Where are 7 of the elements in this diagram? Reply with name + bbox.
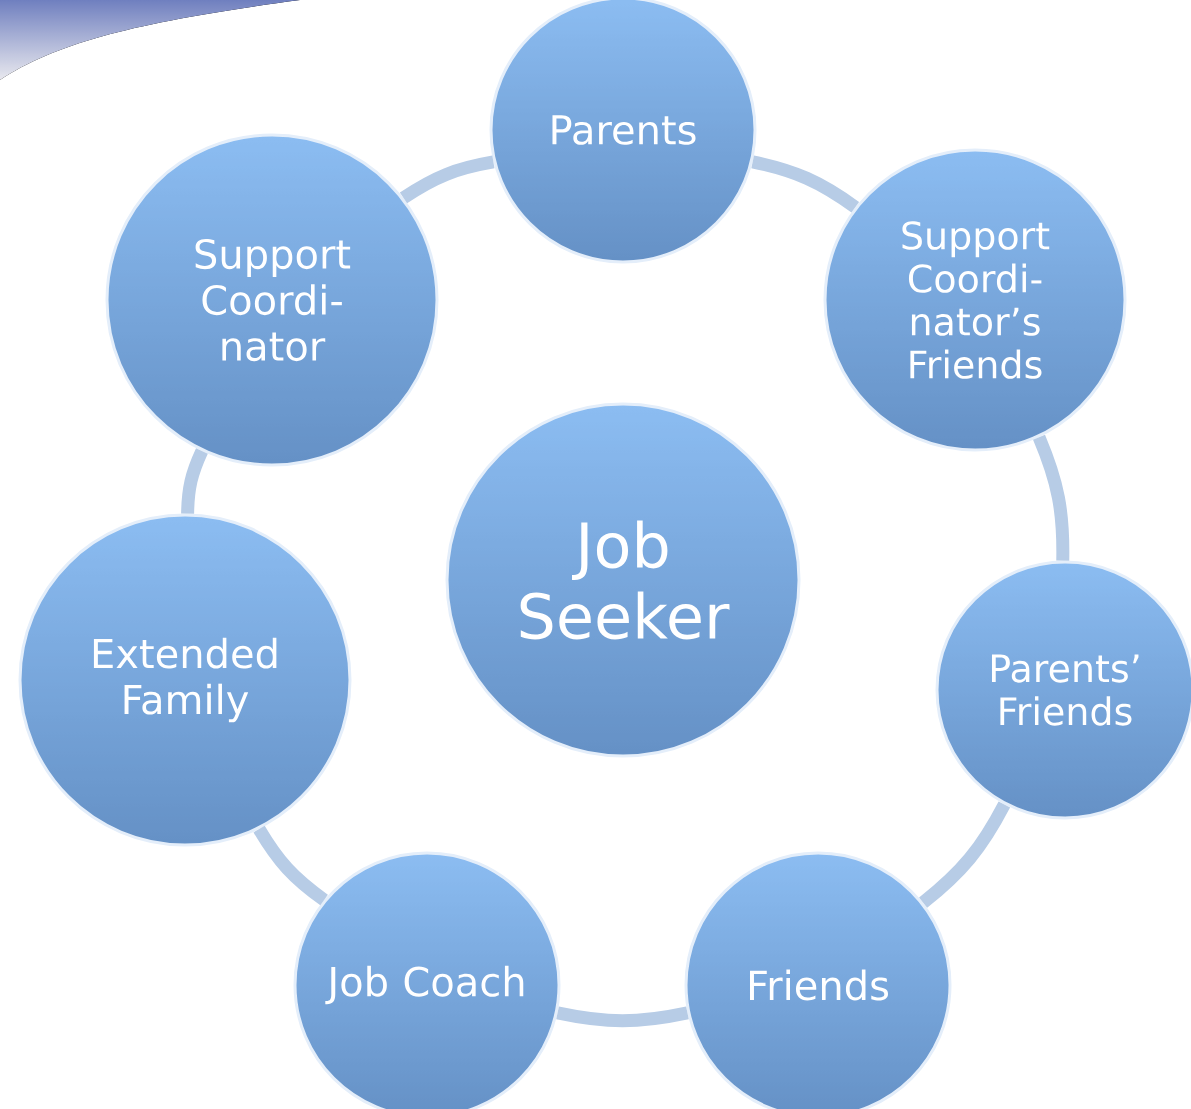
ring-connector — [253, 825, 328, 906]
ring-connector — [181, 448, 208, 514]
ring-connector — [399, 155, 495, 204]
ring-connector — [751, 155, 860, 213]
ring-connector — [919, 801, 1011, 908]
ring-connector — [556, 1006, 689, 1028]
ring-connector — [1033, 434, 1070, 561]
